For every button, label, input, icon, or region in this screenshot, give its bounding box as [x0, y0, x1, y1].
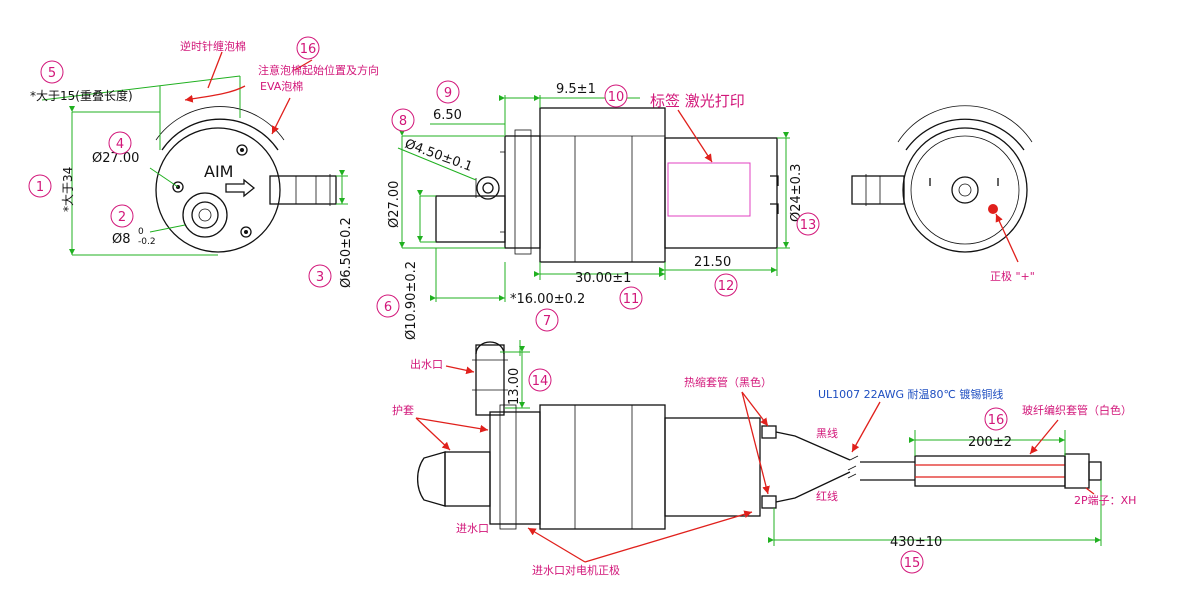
inlet-polarity-note: 进水口对电机正极	[532, 563, 620, 577]
screw-hole	[240, 226, 252, 238]
balloon-13: 13	[796, 212, 820, 236]
note-foam-label: 注意泡棉起始位置及方向	[258, 63, 379, 77]
pump-body-circle	[155, 127, 281, 253]
balloon-11: 11	[619, 286, 643, 310]
outlet-port	[476, 176, 500, 200]
positive-terminal-dot	[988, 204, 998, 214]
shrink-tube-label: 热缩套管（黑色）	[684, 375, 772, 389]
motor-body	[539, 107, 666, 263]
svg-text:4: 4	[116, 137, 124, 152]
terminal-label: 2P端子：XH	[1074, 494, 1136, 507]
red-wire-label: 红线	[816, 489, 838, 503]
foam-wrap-arc	[161, 118, 279, 151]
outlet-pipe	[475, 344, 505, 416]
length-2150: 21.50	[694, 255, 731, 270]
svg-text:15: 15	[904, 556, 921, 571]
balloon-7: 7	[535, 308, 559, 332]
balloon-16-top: 16	[296, 36, 320, 60]
balloon-8: 8	[391, 108, 415, 132]
balloon-4: 4	[108, 131, 132, 155]
balloon-9: 9	[436, 80, 460, 104]
height-34-label: *大于34	[61, 167, 75, 212]
svg-text:5: 5	[48, 66, 56, 81]
rear-nozzle	[851, 175, 905, 205]
svg-text:3: 3	[316, 270, 324, 285]
balloon-14: 14	[528, 368, 552, 392]
eva-foam-label: EVA泡棉	[260, 79, 303, 93]
svg-text:14: 14	[532, 374, 549, 389]
svg-text:6: 6	[384, 300, 392, 315]
rear-circle	[902, 127, 1028, 253]
screw-hole	[236, 144, 248, 156]
diameter-27-left: Ø27.00	[92, 151, 139, 166]
sleeve-label: 玻纤编织套管（白色）	[1022, 403, 1132, 417]
balloon-3: 3	[308, 264, 332, 288]
svg-text:9: 9	[444, 86, 452, 101]
diameter-8-tol-dn: -0.2	[138, 237, 156, 247]
diameter-27-mid: Ø27.00	[387, 181, 402, 228]
diameter-650-left: Ø6.50±0.2	[339, 217, 354, 288]
length-30: 30.00±1	[575, 271, 631, 286]
side-view: 9.5±1 6.50 Ø4.50±0.1 Ø27.00 Ø10.90±0.2 *…	[376, 80, 820, 340]
balloon-15: 15	[900, 550, 924, 574]
assembly-view: 13.00 200±2 430±10	[392, 340, 1136, 577]
ccw-foam-label: 逆时针缠泡棉	[180, 39, 246, 53]
balloon-5: 5	[40, 60, 64, 84]
svg-text:12: 12	[718, 279, 735, 294]
balloon-10: 10	[604, 84, 628, 108]
inlet-pipe	[435, 195, 506, 243]
right-end-view: 正极 "+"	[851, 105, 1035, 283]
fiberglass-sleeve	[914, 455, 1066, 487]
svg-text:1: 1	[36, 180, 44, 195]
length-95: 9.5±1	[556, 82, 596, 97]
balloon-6: 6	[376, 294, 400, 318]
inlet-pipe-bottom	[444, 451, 491, 507]
screw-hole	[172, 181, 184, 193]
svg-text:13: 13	[800, 218, 817, 233]
inlet-label: 进水口	[456, 522, 489, 535]
diameter-450: Ø4.50±0.1	[403, 137, 475, 175]
length-200: 200±2	[968, 435, 1012, 450]
label-box	[667, 162, 751, 217]
diameter-24: Ø24±0.3	[789, 164, 804, 222]
guard-label: 护套	[392, 403, 414, 417]
svg-text:7: 7	[543, 314, 551, 329]
balloon-16-bottom: 16	[984, 407, 1008, 431]
balloon-1: 1	[28, 174, 52, 198]
aim-label: AIM	[204, 162, 233, 181]
svg-text:2: 2	[118, 210, 126, 225]
dim-650-top: 6.50	[433, 108, 462, 123]
diameter-8: Ø8	[112, 232, 131, 247]
left-end-view: AIM *大于34 *大于15(重叠长度) Ø27.00 Ø8 0 -0.2 Ø…	[28, 36, 379, 288]
length-13: 13.00	[507, 368, 522, 405]
center-port	[182, 192, 228, 238]
diameter-8-tol-up: 0	[138, 227, 144, 237]
black-wire-label: 黑线	[816, 426, 838, 440]
length-430: 430±10	[890, 535, 942, 550]
positive-label: 正极 "+"	[990, 269, 1035, 283]
wire-spec-label: UL1007 22AWG 耐温80℃ 镀锡铜线	[818, 387, 1003, 401]
svg-text:16: 16	[300, 42, 317, 57]
balloon-12: 12	[714, 273, 738, 297]
min-15-label: *大于15(重叠长度)	[30, 88, 133, 103]
svg-text:11: 11	[623, 292, 640, 307]
balloon-2: 2	[110, 204, 134, 228]
diameter-1090: Ø10.90±0.2	[404, 261, 419, 340]
outlet-nozzle	[269, 175, 337, 205]
outlet-label: 出水口	[410, 357, 443, 371]
motor-body-bottom	[539, 404, 666, 530]
xh-connector	[1064, 453, 1090, 489]
label-print-note: 标签 激光打印	[650, 92, 745, 110]
svg-text:10: 10	[608, 90, 625, 105]
svg-text:16: 16	[988, 413, 1005, 428]
svg-text:8: 8	[399, 114, 407, 129]
length-16: *16.00±0.2	[510, 292, 585, 307]
